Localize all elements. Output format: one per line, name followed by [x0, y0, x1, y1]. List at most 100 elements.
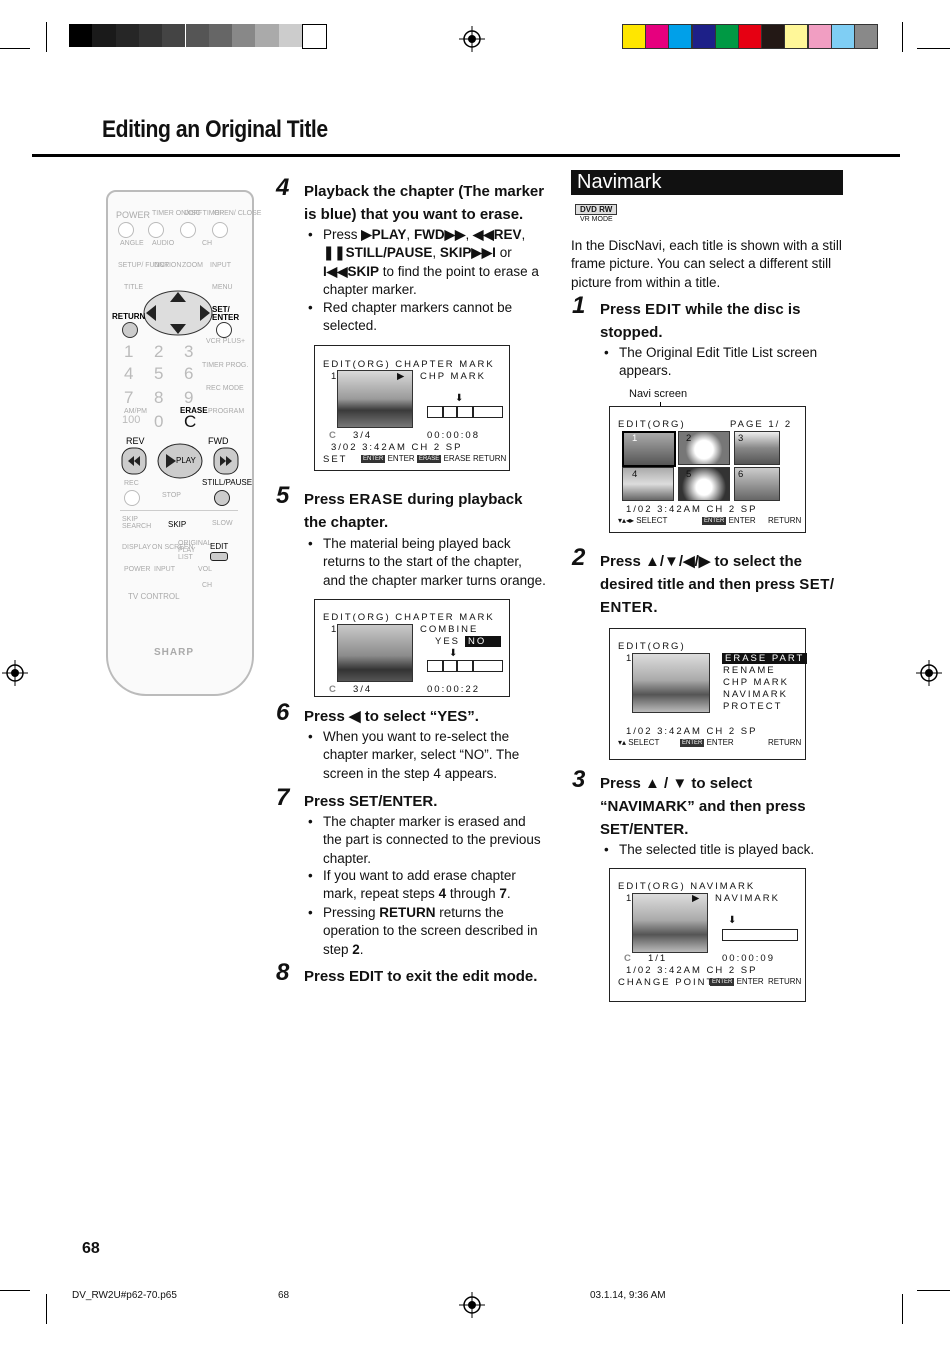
- page-indicator: PAGE 1/ 2: [730, 419, 793, 430]
- number-key: 1: [124, 342, 134, 361]
- remote-label: CH: [202, 582, 213, 589]
- osd-line: 1/1: [648, 953, 668, 964]
- step-heading: Press SET/ENTER.: [304, 793, 438, 810]
- osd-chapter-mark-screen: EDIT(ORG) CHAPTER MARK 1 ▶ CHP MARK ⬇ C …: [314, 345, 510, 471]
- crop-mark: [46, 1294, 47, 1324]
- crop-mark: [46, 22, 47, 52]
- chapter-icon: C: [329, 684, 338, 695]
- menu-item-navimark: NAVIMARK: [723, 689, 788, 700]
- step-number: 2: [572, 544, 586, 571]
- osd-line: ENTER ENTER: [680, 738, 734, 747]
- gray-swatch: [92, 24, 116, 47]
- crop-mark: [902, 1294, 903, 1324]
- number-key: 9: [184, 388, 194, 407]
- remote-label: ORIGINAL PLAY LIST: [178, 540, 212, 561]
- remote-label: SKIP SEARCH: [122, 516, 152, 530]
- osd-line: 00:00:08: [427, 430, 480, 441]
- osd-line: 00:00:22: [427, 684, 480, 695]
- osd-line: 1/02 3:42AM CH 2 SP: [626, 965, 758, 976]
- color-swatch: [807, 24, 832, 49]
- page-title: Editing an Original Title: [102, 116, 328, 143]
- osd-line: ENTER ENTER: [710, 977, 764, 986]
- osd-line: 1: [626, 653, 634, 664]
- section-title: Navimark: [577, 171, 662, 193]
- edit-label: EDIT: [210, 542, 229, 551]
- color-swatch: [784, 24, 809, 49]
- number-key: 8: [154, 388, 164, 407]
- remote-label: TIMER ON/OFF: [152, 210, 203, 217]
- remote-label: DISPLAY: [122, 544, 152, 551]
- gray-swatch: [138, 24, 163, 47]
- dvd-rw-badge: DVD RW: [575, 204, 618, 215]
- remote-label: ON SCREEN: [152, 544, 194, 551]
- step-heading: Playback the chapter (The marker is blue…: [304, 183, 545, 223]
- color-swatch: [830, 24, 855, 49]
- step-number: 5: [276, 482, 290, 509]
- step-number: 3: [572, 766, 586, 793]
- osd-line: 1: [626, 893, 634, 904]
- title-rule: [32, 154, 900, 157]
- remote-label: ANGLE: [120, 240, 144, 247]
- chapter-icon: C: [329, 430, 338, 441]
- number-key: 5: [154, 364, 164, 383]
- remote-label: DISC TIMER: [184, 210, 225, 217]
- video-frame-image: [632, 653, 710, 713]
- number-key: 0: [154, 412, 164, 431]
- video-frame-image: [632, 893, 708, 953]
- thumb-number: 3: [738, 433, 746, 444]
- play-indicator-icon: ▶: [397, 371, 407, 382]
- color-swatch: [691, 24, 716, 49]
- remote-label: ZOOM: [182, 262, 203, 269]
- remote-label: POWER: [124, 566, 151, 573]
- osd-title-list-screen: EDIT(ORG) PAGE 1/ 2 1 2 3 4 5 6 1/02 3:4…: [609, 406, 806, 533]
- osd-line: 00:00:09: [722, 953, 775, 964]
- bullet-item: • Press ▶PLAY, FWD▶▶, ◀◀REV, ❚❚STILL/PAU…: [308, 227, 539, 297]
- title-thumbnail: [622, 431, 676, 467]
- osd-line: EDIT(ORG) CHAPTER MARK: [323, 359, 495, 370]
- bullet-item: •When you want to re-select the chapter …: [308, 729, 520, 781]
- navi-screen-callout: Navi screen: [629, 388, 688, 400]
- number-key: 6: [184, 364, 194, 383]
- registration-mark-icon: [459, 26, 485, 52]
- footer-date: 03.1.14, 9:36 AM: [590, 1290, 666, 1301]
- footer-page: 68: [278, 1290, 290, 1301]
- no-option: NO: [465, 636, 501, 647]
- remote-label: AM/PM: [124, 408, 147, 415]
- edit-key: [210, 552, 228, 561]
- thumb-number: 4: [632, 469, 640, 480]
- intro-paragraph: In the DiscNavi, each title is shown wit…: [571, 238, 842, 290]
- remote-label: AUDIO: [152, 240, 175, 247]
- osd-line: RETURN: [768, 977, 802, 986]
- remote-label: MENU: [212, 284, 233, 291]
- osd-edit-menu-screen: EDIT(ORG) 1 ERASE PART RENAME CHP MARK N…: [609, 628, 808, 760]
- crop-mark: [917, 1290, 950, 1291]
- gray-swatch: [162, 24, 186, 47]
- set-enter-label: SET/ ENTER: [212, 305, 240, 322]
- remote-label: INPUT: [210, 262, 231, 269]
- video-frame-image: [337, 624, 413, 682]
- osd-line: EDIT(ORG) NAVIMARK: [618, 881, 756, 892]
- osd-line: ENTER ENTER ERASE ERASE: [361, 454, 471, 463]
- navimark-bar: [722, 929, 798, 941]
- remote-label: VCR PLUS+: [206, 338, 246, 345]
- remote-label: REC MODE: [206, 385, 244, 392]
- chapter-bar: [427, 660, 503, 672]
- return-label: RETURN: [112, 312, 146, 321]
- remote-key: [212, 222, 228, 238]
- osd-line: CHANGE POINT: [618, 977, 715, 988]
- remote-key: [148, 222, 164, 238]
- number-key: 4: [124, 364, 134, 383]
- remote-label: PROGRAM: [208, 408, 245, 415]
- crop-mark: [0, 48, 30, 49]
- step-number: 6: [276, 699, 290, 726]
- osd-line: SET: [323, 454, 348, 465]
- osd-line: 1/02 3:42AM CH 2 SP: [626, 726, 758, 737]
- number-key: 100: [122, 414, 141, 426]
- step-number: 7: [276, 784, 290, 811]
- remote-divider: [120, 510, 238, 511]
- osd-line: CHP MARK: [420, 371, 486, 382]
- gray-swatch: [255, 24, 279, 47]
- thumb-number: 6: [738, 469, 746, 480]
- bullet-item: •The Original Edit Title List screen app…: [604, 345, 818, 379]
- remote-label: SLOW: [212, 520, 233, 527]
